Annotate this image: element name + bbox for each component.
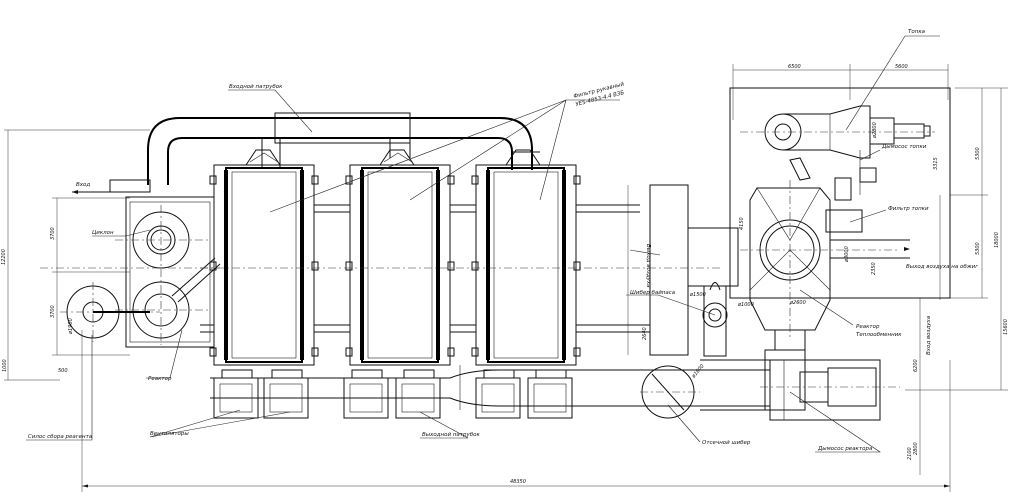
filter-interconnect	[200, 204, 720, 333]
label-vhodnoy-patrubok: Входной патрубок	[229, 84, 283, 90]
label-vyhod-vozd-right: Выход воздуха на обжиг	[906, 264, 978, 270]
dim-1000: 1000	[2, 359, 8, 372]
reactor-exhauster	[760, 359, 900, 421]
dim-phi2800: ø2800	[872, 122, 878, 139]
dim-6200: 6200	[913, 359, 919, 372]
dim-3315: 3315	[933, 157, 939, 170]
filter-module-3	[471, 149, 581, 366]
fan-6	[527, 369, 573, 419]
dim-phi2600: ø2600	[789, 300, 806, 306]
filter-module-2	[345, 149, 455, 366]
label-dymosos-topki: Дымосос топки	[881, 144, 927, 150]
leader-lines	[26, 35, 940, 453]
dim-2640: 2640	[642, 327, 648, 340]
label-reaktor-right: Реактор	[856, 324, 880, 330]
label-topka: Топка	[908, 29, 926, 35]
label-reaktor-left: Реактор	[148, 376, 172, 382]
cutoff-damper	[640, 365, 700, 419]
fan-4	[395, 369, 441, 419]
dim-3700b: 3700	[50, 305, 56, 318]
dim-6500: 6500	[788, 64, 801, 70]
label-otsechnoy: Отсечной шибер	[702, 440, 751, 446]
dim-3700a: 3700	[50, 227, 56, 240]
dim-12200: 12200	[1, 249, 7, 265]
dim-phi3000: ø3000	[844, 246, 850, 263]
dim-4150: 4150	[739, 217, 745, 230]
dimension-lines: 48350 6500 5600 18000 5300 5300 6200 280…	[1, 64, 1009, 492]
label-ciklon: Циклон	[92, 230, 114, 236]
label-teplo: Теплообменник	[856, 332, 902, 338]
inlet-arrow: Вход	[72, 179, 151, 194]
fan-1	[213, 369, 259, 419]
label-ventilyatory: Вентиляторы	[150, 431, 189, 437]
dim-5300a: 5300	[975, 147, 981, 160]
outlet-duct	[210, 359, 771, 411]
dim-phi1500: ø1500	[689, 292, 706, 298]
bypass-duct	[649, 184, 739, 357]
fans	[213, 369, 573, 419]
dim-2100: 2100	[907, 447, 913, 460]
dim-2800: 2800	[913, 442, 919, 455]
label-dymosos-reaktora: Дымосос реактора	[817, 446, 873, 452]
dim-2350: 2350	[871, 262, 877, 275]
furnace-exhaust	[789, 150, 877, 201]
inlet-duct	[147, 112, 540, 185]
reactor-heat-exchanger	[740, 180, 910, 411]
filter-module-1	[209, 149, 319, 366]
furnace	[740, 105, 935, 159]
dim-phi1000: ø1000	[737, 302, 754, 308]
label-vyhod-vozd: Выход воздуха	[645, 244, 651, 288]
fan-3	[343, 369, 389, 419]
fan-5	[475, 369, 521, 419]
dim-phi1600: ø1600	[690, 363, 705, 380]
dim-5600: 5600	[895, 64, 908, 70]
label-vyhodnoy: Выходной патрубок	[422, 432, 480, 438]
dim-5300b: 5300	[975, 242, 981, 255]
dim-total-width: 48350	[510, 479, 526, 485]
label-vhod-vozd: Вход воздуха	[926, 315, 932, 355]
furnace-frame	[729, 87, 951, 299]
label-silos: Силос сбора реагента	[28, 434, 93, 440]
dim-15600: 15600	[1003, 319, 1009, 335]
label-shiber-bajpasa: Шибер байпаса	[630, 290, 676, 296]
label-vhod: Вход	[76, 182, 90, 188]
dim-18000: 18000	[994, 232, 1000, 248]
fan-2	[263, 369, 309, 419]
label-filtr-topki: Фильтр топки	[888, 206, 929, 212]
silo-unit	[60, 282, 160, 342]
dim-500: 500	[58, 368, 68, 374]
